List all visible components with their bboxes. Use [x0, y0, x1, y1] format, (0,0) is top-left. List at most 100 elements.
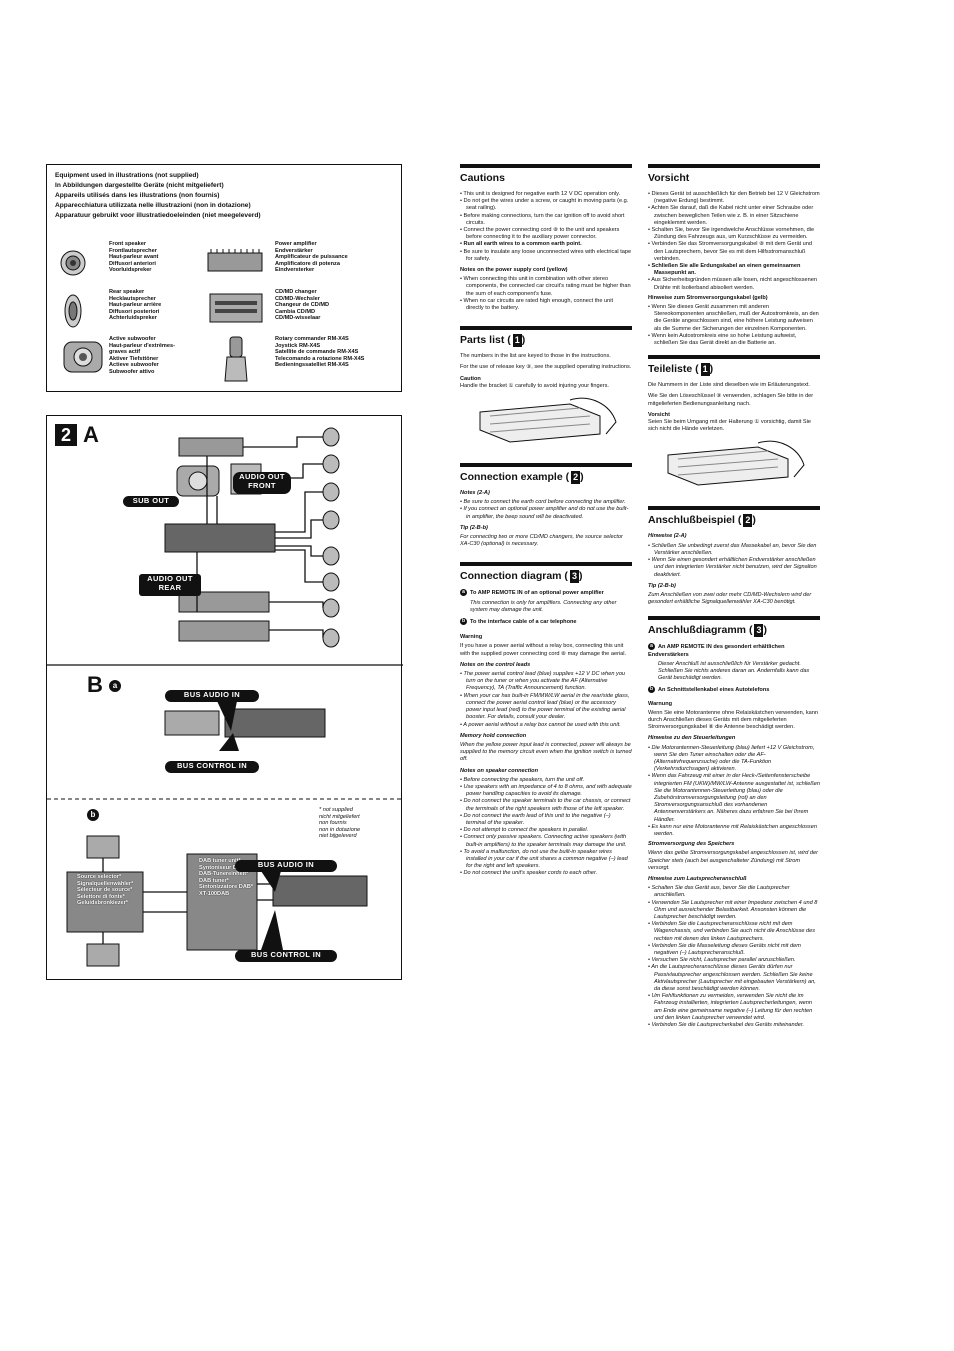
- teileliste-title: Teileliste (1): [648, 363, 714, 377]
- memory-title: Memory hold connection: [460, 732, 527, 739]
- bracket-illustration-de: [667, 441, 805, 486]
- power-amplifier-icon: [207, 249, 263, 272]
- rotary-commander-icon: [224, 336, 248, 382]
- strom-title: Hinweise zum Stromversorgungskabel (gelb…: [648, 294, 768, 301]
- bracket-illustration: [479, 397, 617, 443]
- diagramm-a-title: An AMP REMOTE IN des gesondert erhältlic…: [648, 644, 785, 658]
- example-note: • Be sure to connect the earth cord befo…: [460, 499, 626, 506]
- audio-out-rear-label: AUDIO OUT REAR: [139, 574, 201, 596]
- warning-text: If you have a power aerial without a rel…: [460, 643, 627, 657]
- connection-figure: 2 A SUB OUT AUDIO O: [46, 415, 403, 980]
- diagramm-a-text: Dieser Anschluß ist ausschließlich für V…: [658, 660, 810, 682]
- steuer-note: • Die Motorantennen-Steuerleitung (blau)…: [648, 744, 815, 773]
- section-b-label: B: [87, 672, 103, 697]
- diagram-b-title: To the interface cable of a car telephon…: [470, 619, 577, 626]
- laut-note: • Schalten Sie das Gerät aus, bevor Sie …: [648, 885, 790, 899]
- diagramm-b-title: An Schnittstellenkabel eines Autotelefon…: [658, 687, 770, 694]
- vorsicht-item: • Schalten Sie, bevor Sie irgendwelche A…: [648, 227, 815, 241]
- beispiel-note: • Wenn Sie einen gesondert erhältlichen …: [648, 557, 817, 578]
- marker-b-icon: b: [648, 686, 655, 694]
- example-note: • If you connect an optional power ampli…: [460, 506, 629, 520]
- control-note: • A power aerial without a relay box can…: [460, 721, 621, 728]
- caution-item: • Be sure to insulate any loose unconnec…: [460, 248, 632, 262]
- subwoofer-icon: [63, 341, 103, 373]
- teile-text: Wie Sie den Löseschlüssel ⑨ verwenden, s…: [648, 393, 814, 407]
- english-column: Cautions • This unit is designed for neg…: [460, 164, 632, 878]
- equipment-heading-en: Equipment used in illustrations (not sup…: [55, 172, 199, 179]
- vorsicht-item: • Schließen Sie alle Erdungskabel an ein…: [648, 263, 801, 277]
- anschlussbeispiel-title: Anschlußbeispiel (2): [648, 514, 756, 528]
- speaker-note: • Do not attempt to connect the speakers…: [460, 827, 589, 834]
- speaker-note: • Use speakers with an impedance of 4 to…: [460, 783, 632, 798]
- vorsicht-title: Vorsicht: [648, 172, 690, 184]
- laut-note: • Verbinden Sie die Lautsprecheranschlüs…: [648, 921, 816, 942]
- vorsicht-item: • Dieses Gerät ist ausschließlich für de…: [648, 191, 820, 205]
- cautions-title: Cautions: [460, 172, 505, 184]
- steuer-title: Hinweise zu den Steuerleitungen: [648, 735, 736, 742]
- notes-label: Notes (2-A): [460, 490, 490, 497]
- subwoofer-label: Active subwoofer Haut-parleur d'extrêmes…: [109, 336, 175, 375]
- laut-note: • An die Lautsprecheranschlüsse dieses G…: [648, 964, 816, 993]
- laut-note: • Versuchen Sie nicht, Lautsprecher para…: [648, 957, 796, 964]
- bus-audio-in-label-a: BUS AUDIO IN: [165, 690, 259, 702]
- cd-changer-icon: [209, 293, 263, 323]
- marker-a-icon: a: [648, 643, 655, 651]
- bus-audio-in-label-b: BUS AUDIO IN: [235, 860, 337, 872]
- teile-text: Die Nummern in der Liste sind dieselben …: [648, 382, 810, 389]
- steuer-note: • Wenn das Fahrzeug mit einer in der Hec…: [648, 773, 821, 823]
- strom-item: • Wenn kein Autostromkreis eine so hohe …: [648, 332, 797, 347]
- control-note: • The power aerial control lead (blue) s…: [460, 671, 626, 692]
- tip-text: For connecting two or more CD/MD changer…: [460, 534, 623, 548]
- beispiel-note: • Schließen Sie unbedingt zuerst das Mas…: [648, 542, 817, 556]
- rear-speaker-icon: [64, 294, 82, 328]
- diagram-a-title: To AMP REMOTE IN of an optional power am…: [470, 590, 604, 597]
- vorsicht-item: • Aus Sicherheitsgründen müssen alle los…: [648, 277, 817, 291]
- caution-item: • Do not get the wires under a screw, or…: [460, 198, 629, 212]
- equipment-heading-nl: Apparatuur gebruikt voor illustratiedoel…: [55, 212, 261, 219]
- speaker-title: Notes on speaker connection: [460, 767, 539, 774]
- caution-item: • Connect the power connecting cord ⑧ to…: [460, 227, 620, 241]
- rotary-commander-label: Rotary commander RM-X4S Joystick RM-X4S …: [275, 336, 365, 369]
- equipment-heading-fr: Appareils utilisés dans les illustration…: [55, 192, 220, 199]
- sub-b-marker: b: [87, 809, 99, 821]
- section-a-label: A: [83, 422, 99, 447]
- laut-title: Hinweise zum Lautsprecheranschluß: [648, 875, 747, 882]
- bus-control-in-label-b: BUS CONTROL IN: [235, 950, 337, 962]
- section-a-diagram: [47, 427, 403, 666]
- diagram-a-text: This connection is only for amplifiers. …: [470, 599, 617, 613]
- power-note: • When no car circuits are rated high en…: [460, 297, 614, 312]
- tip-text-de: Zum Anschließen von zwei oder mehr CD/MD…: [648, 591, 812, 606]
- bus-control-in-label-a: BUS CONTROL IN: [165, 761, 259, 773]
- strom-item: • Wenn Sie dieses Gerät zusammen mit and…: [648, 304, 819, 332]
- figure-number: 2: [55, 424, 77, 446]
- speaker-note: • Connect only passive speakers. Connect…: [460, 834, 627, 848]
- sub-out-label: SUB OUT: [123, 496, 179, 507]
- tip-label: Tip (2-B-b): [460, 524, 488, 531]
- vorsicht-item: • Achten Sie darauf, daß die Kabel nicht…: [648, 205, 814, 226]
- hinweise-label: Hinweise (2-A): [648, 533, 687, 540]
- steuer-note: • Es kann nur eine Motorantenne mit Rela…: [648, 823, 817, 837]
- memory-text: When the yellow power input lead is conn…: [460, 741, 632, 763]
- connection-diagram-title: Connection diagram (3): [460, 570, 583, 584]
- german-column: Vorsicht • Dieses Gerät ist ausschließli…: [648, 164, 820, 1029]
- not-supplied-note: * not supplied nicht mitgeliefert non fo…: [319, 807, 361, 840]
- source-selector-label: Source selector* Signalquellenwähler* Sé…: [77, 874, 134, 907]
- speaker-note: • Do not connect the speaker terminals t…: [460, 798, 631, 812]
- power-amplifier-label: Power amplifier Endverstärker Amplificat…: [275, 241, 348, 274]
- section-b-a-diagram: [47, 701, 403, 800]
- equipment-legend: Equipment used in illustrations (not sup…: [46, 164, 402, 392]
- speaker-note: • Do not connect the unit's speaker cord…: [460, 870, 598, 877]
- laut-note: • Um Fehlfunktionen zu vermeiden, verwen…: [648, 993, 813, 1021]
- audio-out-front-label: AUDIO OUT FRONT: [233, 472, 291, 494]
- warning-title: Warning: [460, 634, 483, 641]
- speaker-note: • To avoid a malfunction, do not use the…: [460, 848, 628, 870]
- power-notes-title: Notes on the power supply cord (yellow): [460, 267, 568, 274]
- laut-note: • Verwenden Sie Lautsprecher mit einer I…: [648, 899, 818, 920]
- marker-b-icon: b: [460, 618, 467, 626]
- speaker-note: • Do not connect the earth lead of this …: [460, 812, 611, 826]
- control-note: • When your car has built-in FM/MW/LW ae…: [460, 692, 630, 721]
- speaker-note: • Before connecting the speakers, turn t…: [460, 776, 585, 783]
- power-note: • When connecting this unit in combinati…: [460, 276, 631, 297]
- caution-title: Caution: [460, 375, 481, 382]
- vorsicht2-title: Vorsicht: [648, 411, 670, 418]
